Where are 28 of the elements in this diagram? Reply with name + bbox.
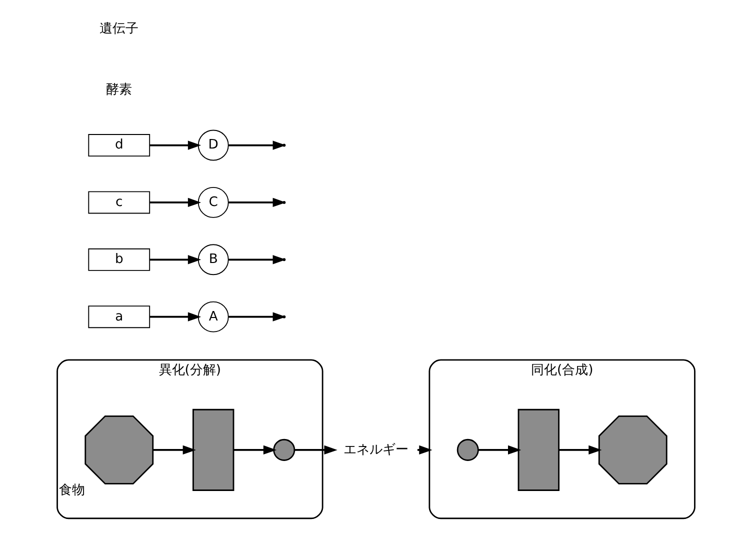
node-box: [192, 408, 234, 491]
node-circle: A: [198, 301, 229, 332]
node-text: エネルギー: [344, 442, 408, 458]
node-circle: B: [198, 244, 229, 276]
arrow: [478, 445, 522, 455]
node-box: a: [88, 306, 150, 328]
node-circle: [273, 438, 296, 461]
node-circle: C: [198, 186, 229, 218]
arrow: [294, 445, 338, 455]
arrow: [152, 445, 196, 455]
cluster: 同化(合成): [428, 359, 696, 520]
node-box: b: [88, 248, 150, 271]
node-octagon: [598, 415, 668, 484]
node-octagon: [84, 415, 154, 484]
node-circle: [456, 438, 479, 461]
node-box: c: [88, 191, 150, 214]
node-circle: D: [198, 130, 229, 161]
node-box: d: [88, 134, 150, 156]
arrow: [150, 255, 202, 264]
label: 遺伝子: [100, 21, 139, 36]
arrow: [150, 140, 202, 150]
arrow: [559, 445, 602, 455]
label: 酵素: [106, 82, 132, 98]
arrow: [150, 198, 202, 208]
node-label: 食物: [58, 483, 85, 498]
arrow: [234, 445, 277, 455]
arrow: [150, 312, 202, 322]
node-box: [518, 408, 560, 491]
